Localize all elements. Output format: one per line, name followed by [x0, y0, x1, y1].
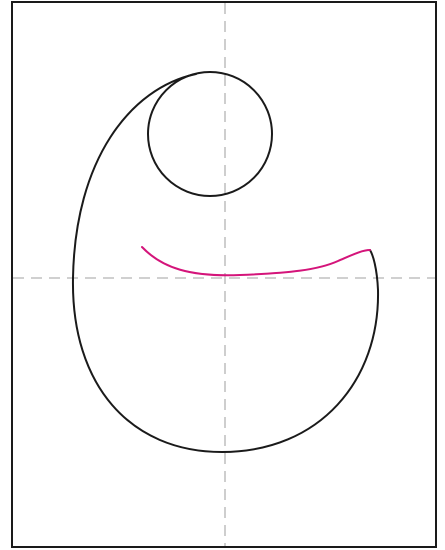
- magenta-curve: [141, 246, 371, 277]
- head-circle: [147, 71, 273, 197]
- body-outline: [71, 73, 380, 454]
- page-frame: [11, 1, 437, 548]
